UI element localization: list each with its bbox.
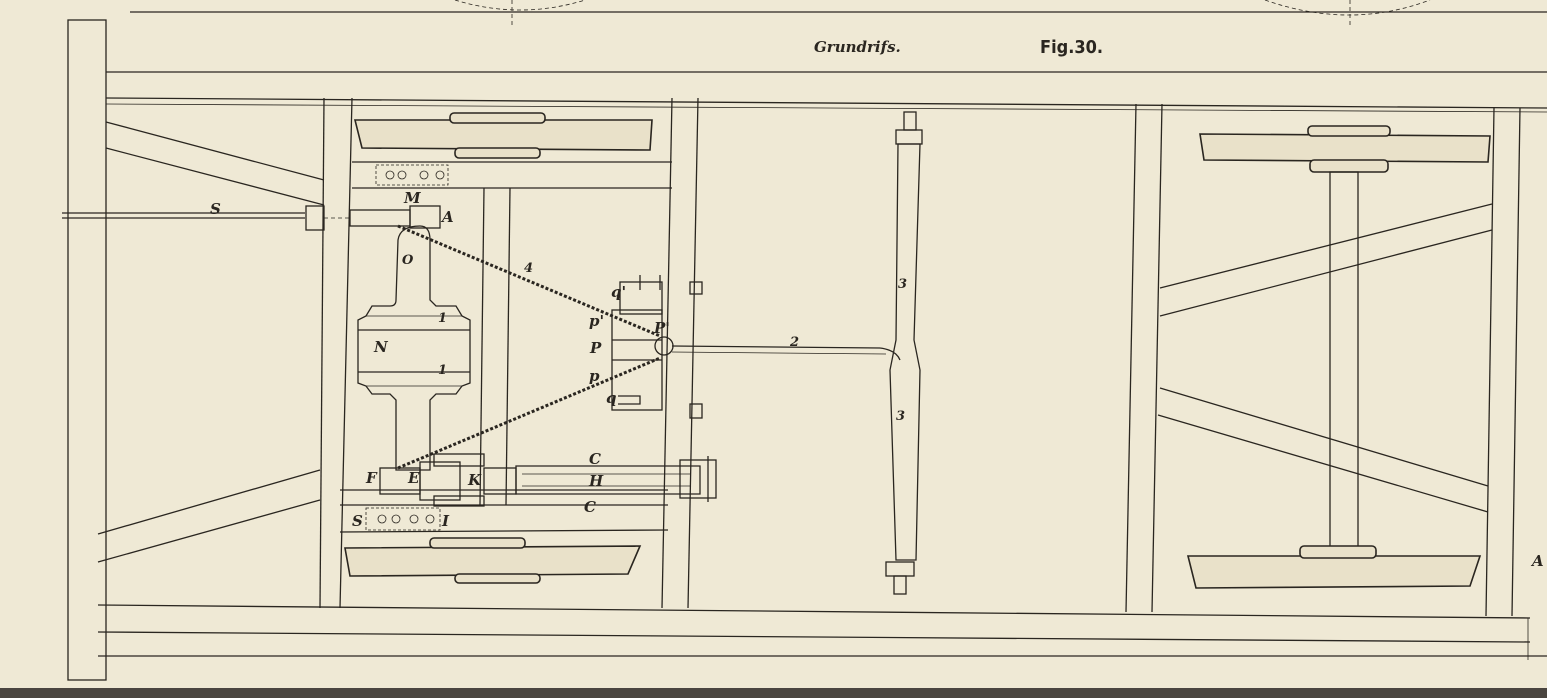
label-4: 4 — [524, 261, 533, 276]
label-c-top: C — [589, 450, 601, 468]
upper-wheel-arcs — [454, 0, 1431, 28]
label-1a: 1 — [438, 311, 447, 326]
left-wheels — [344, 112, 653, 584]
label-p-capital: P — [589, 339, 602, 357]
label-a-top: A — [440, 208, 454, 226]
drum-assembly — [357, 225, 471, 471]
label-a-right: A — [1530, 552, 1544, 570]
winch-frame — [339, 161, 672, 533]
label-e: E — [407, 469, 420, 487]
right-wheels — [1186, 125, 1491, 589]
label-p-prime: p' — [589, 312, 604, 330]
front-axle — [885, 111, 923, 595]
label-n: N — [373, 338, 389, 356]
label-1b: 1 — [438, 363, 447, 378]
label-k: K — [467, 471, 482, 489]
scan-edge — [0, 688, 1547, 698]
label-c-bottom: C — [584, 498, 596, 516]
lower-mechanism — [379, 453, 717, 507]
label-q: q — [606, 389, 617, 407]
pulley-block — [611, 275, 901, 419]
label-i: I — [441, 512, 450, 530]
label-p: p — [589, 367, 600, 385]
label-q-prime: q' — [611, 283, 626, 301]
figure-number: Fig.30. — [1040, 37, 1103, 58]
label-h: H — [588, 472, 604, 490]
rod-s-top — [62, 205, 441, 231]
label-f: F — [365, 469, 378, 487]
label-2: 2 — [789, 335, 799, 350]
drawing-title: Grundrifs. — [814, 38, 901, 56]
label-o: O — [402, 253, 414, 268]
label-s-top: S — [210, 200, 221, 218]
label-3a: 3 — [898, 277, 907, 292]
chains — [397, 224, 661, 470]
label-s-bottom: S — [352, 512, 363, 530]
chassis-frame — [67, 11, 1547, 681]
label-p-prime-capital: P' — [653, 319, 670, 337]
label-m: M — [403, 189, 421, 207]
label-3b: 3 — [896, 409, 905, 424]
